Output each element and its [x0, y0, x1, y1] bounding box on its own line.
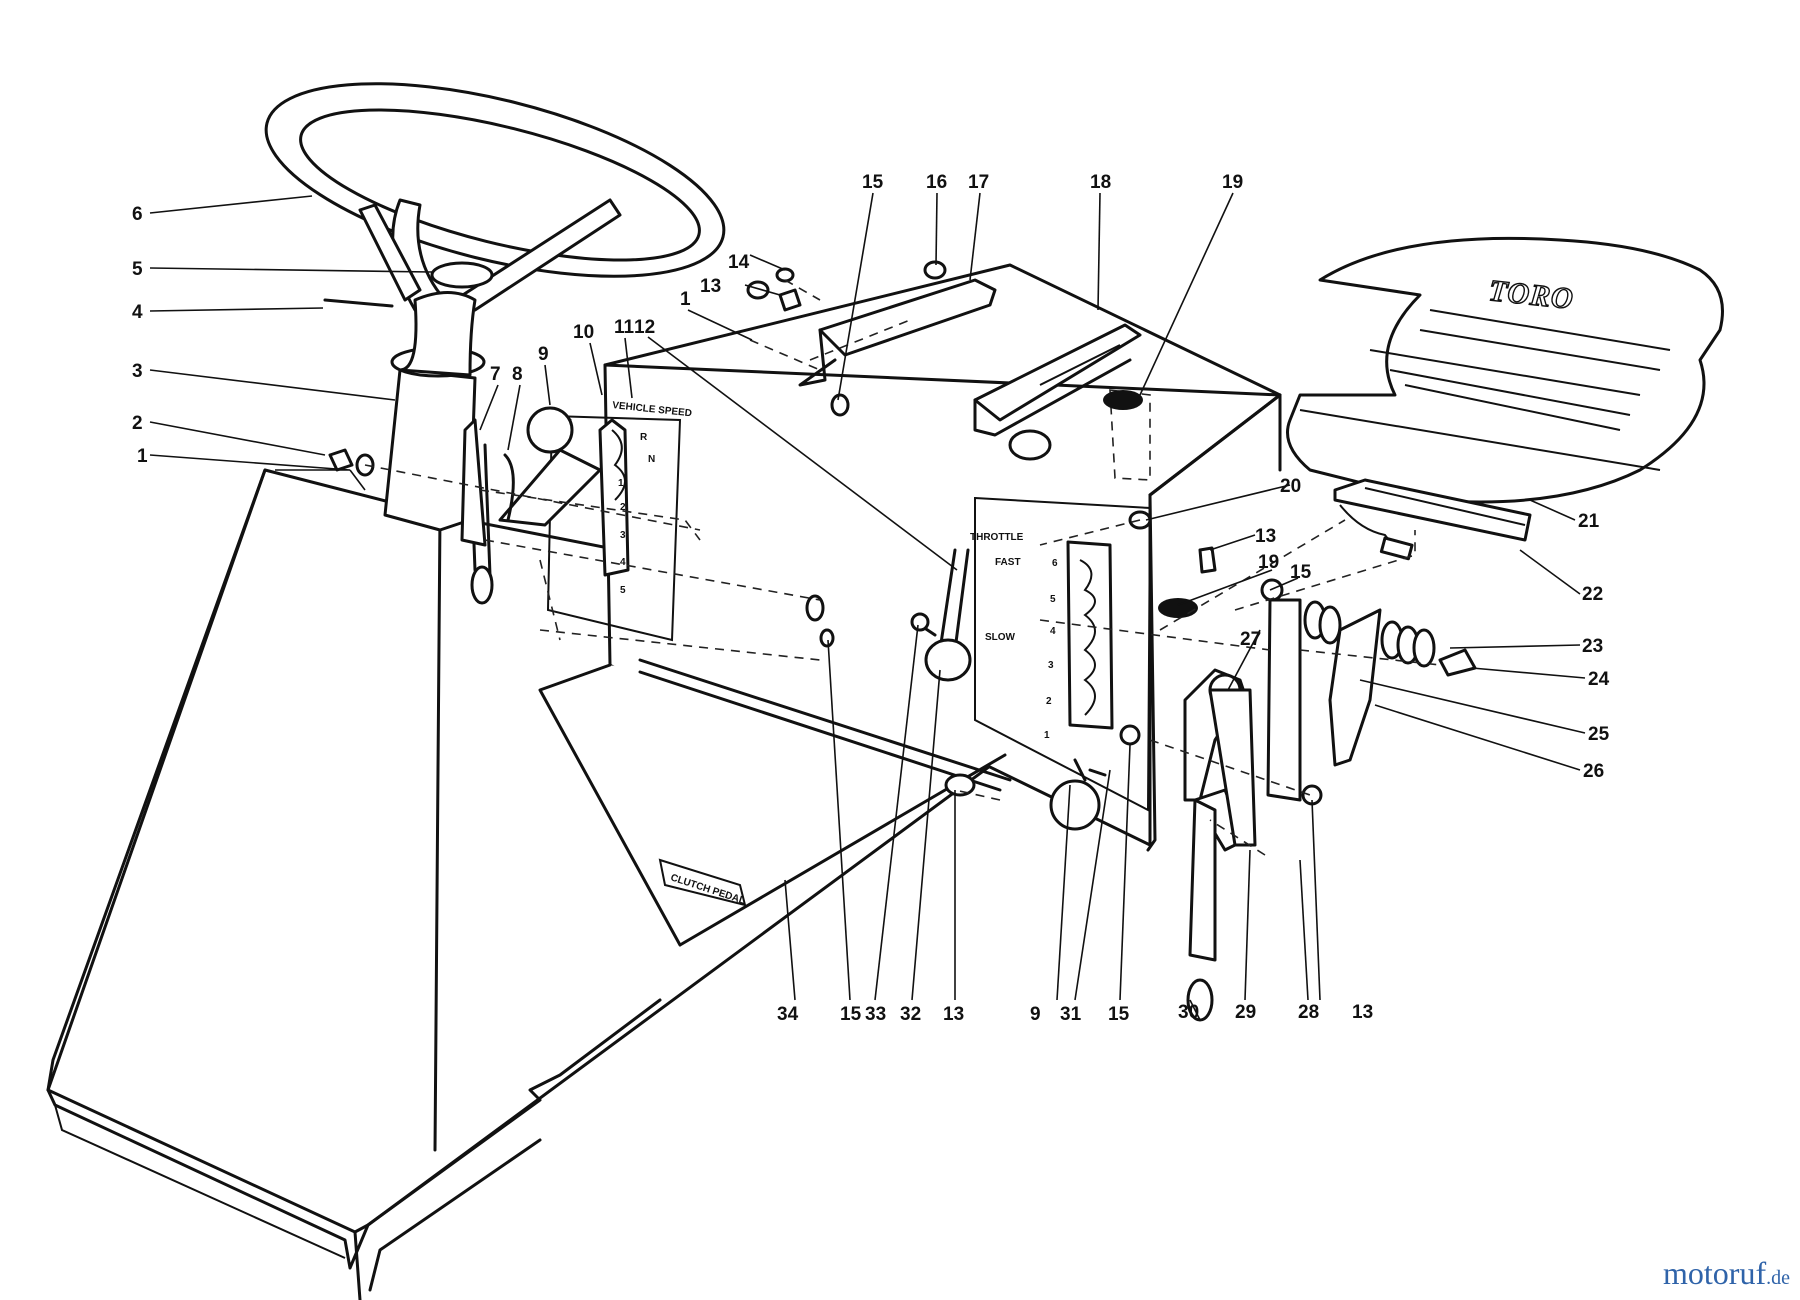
callout-16: 16 — [926, 172, 947, 193]
callout-18: 18 — [1090, 172, 1111, 193]
lift-5-label: 5 — [1050, 594, 1056, 605]
gear-5-label: 5 — [620, 585, 626, 596]
callout-26: 26 — [1583, 761, 1604, 782]
callout-12: 12 — [634, 317, 655, 338]
callout-11: 11 — [614, 317, 635, 338]
callout-14: 14 — [728, 252, 750, 273]
watermark-suffix: .de — [1766, 1267, 1790, 1289]
callout-24: 24 — [1588, 669, 1610, 690]
callout-29: 29 — [1235, 1002, 1256, 1023]
callout-31: 31 — [1060, 1004, 1082, 1025]
lift-gate: 6 5 4 3 2 1 — [1044, 540, 1114, 741]
seat-switch — [1333, 478, 1532, 561]
callout-9: 9 — [538, 344, 549, 365]
plug-upper-icon — [1103, 390, 1143, 410]
seat-pan-bracket — [798, 278, 997, 387]
callout-23: 23 — [1582, 636, 1603, 657]
steering-bracket — [460, 418, 515, 547]
callout-15d: 15 — [1108, 1004, 1130, 1025]
callout-17: 17 — [968, 172, 989, 193]
callout-13d: 13 — [1352, 1002, 1373, 1023]
leader-lines — [149, 192, 1586, 1021]
callout-13a: 13 — [700, 276, 721, 297]
callout-21: 21 — [1578, 511, 1600, 532]
gear-1-label: 1 — [618, 478, 624, 489]
callout-15b: 15 — [1290, 562, 1312, 583]
lift-3-label: 3 — [1048, 660, 1054, 671]
gear-2-label: 2 — [620, 502, 626, 513]
gear-4-label: 4 — [620, 557, 626, 568]
lift-4-label: 4 — [1050, 626, 1056, 637]
callout-28: 28 — [1298, 1002, 1319, 1023]
plug-lower-icon — [1158, 598, 1198, 618]
callout-1b: 1 — [680, 289, 691, 310]
callout-1: 1 — [137, 446, 148, 467]
lift-6-label: 6 — [1052, 558, 1058, 569]
gear-3-label: 3 — [620, 530, 626, 541]
lift-1-label: 1 — [1044, 730, 1050, 741]
assembly-lines — [364, 279, 1441, 856]
callout-2: 2 — [132, 413, 143, 434]
callout-19: 19 — [1222, 172, 1243, 193]
throttle-label: THROTTLE — [970, 532, 1024, 543]
callout-13c: 13 — [943, 1004, 964, 1025]
callout-27: 27 — [1240, 629, 1261, 650]
seat-bracket — [973, 323, 1142, 461]
watermark-name: motoruf — [1663, 1255, 1767, 1291]
lift-linkage — [1183, 598, 1382, 1022]
callout-19b: 19 — [1258, 552, 1279, 573]
callout-32: 32 — [900, 1004, 921, 1025]
callout-6: 6 — [132, 204, 143, 225]
callout-3: 3 — [132, 361, 143, 382]
callout-8: 8 — [512, 364, 523, 385]
callout-13b: 13 — [1255, 526, 1276, 547]
watermark: motoruf.de — [1663, 1255, 1790, 1292]
clutch-rod — [638, 658, 1012, 797]
gear-n-label: N — [648, 454, 655, 465]
callout-10: 10 — [573, 322, 594, 343]
steering-wheel — [264, 82, 726, 377]
callout-22: 22 — [1582, 584, 1603, 605]
callout-numbers: 6 5 4 3 2 1 7 8 9 10 11 12 1 13 14 15 16… — [132, 172, 1610, 1025]
steering-cap-icon — [430, 261, 494, 289]
gear-r-label: R — [640, 432, 648, 443]
slow-label: SLOW — [985, 632, 1016, 643]
callout-15a: 15 — [862, 172, 884, 193]
seat-brand-logo: TORO — [1487, 274, 1575, 316]
callout-34: 34 — [777, 1004, 799, 1025]
callout-15c: 15 — [840, 1004, 862, 1025]
fast-label: FAST — [995, 557, 1021, 568]
callout-30: 30 — [1178, 1002, 1199, 1023]
callout-9b: 9 — [1030, 1004, 1041, 1025]
throttle-lever: THROTTLE FAST SLOW — [918, 532, 1024, 682]
seat: TORO — [1286, 236, 1724, 504]
spring-stack — [1303, 600, 1477, 677]
callout-5: 5 — [132, 259, 143, 280]
callout-20: 20 — [1280, 476, 1301, 497]
lift-2-label: 2 — [1046, 696, 1052, 707]
callout-25: 25 — [1588, 724, 1610, 745]
callout-7: 7 — [490, 364, 501, 385]
callout-4: 4 — [132, 302, 143, 323]
hardware — [328, 260, 1323, 806]
lift-lever — [1049, 758, 1107, 831]
callout-33: 33 — [865, 1004, 886, 1025]
